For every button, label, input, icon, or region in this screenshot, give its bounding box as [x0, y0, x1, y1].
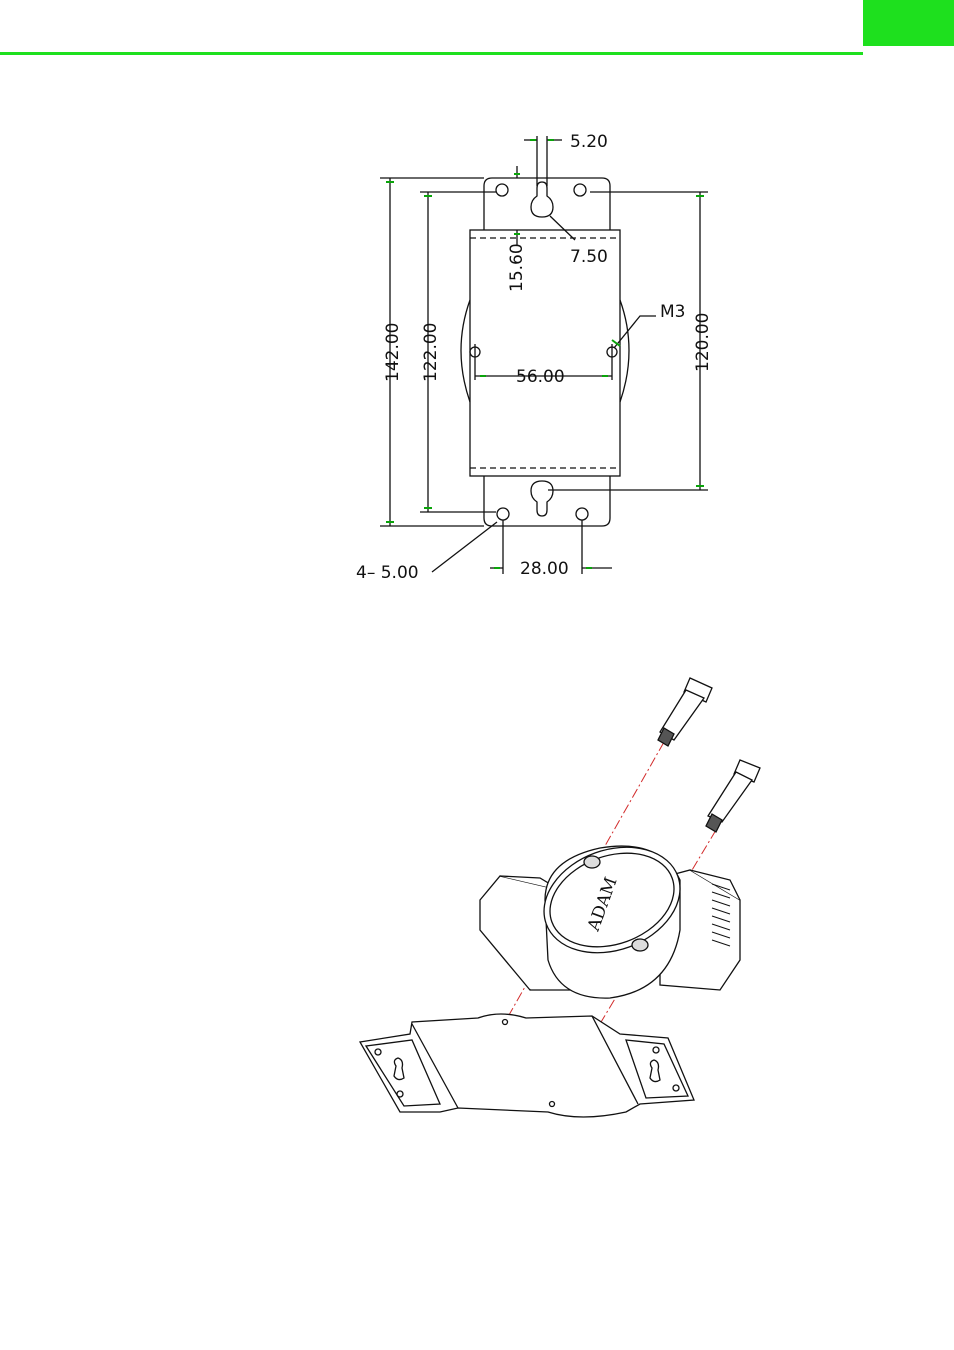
module-screw-hole-top: [583, 855, 601, 869]
header-rule: [0, 52, 863, 55]
label-hole-spec: 4– 5.00: [356, 563, 419, 583]
plate-keyhole-right: [649, 1059, 661, 1083]
hole-top-left: [495, 183, 509, 197]
plate-hole-2: [396, 1090, 404, 1098]
module-screw-hole-bottom: [631, 938, 649, 952]
plate-hole-3: [652, 1046, 660, 1054]
label-overall-height: 142.00: [383, 323, 403, 382]
plate-hole-4: [672, 1084, 680, 1092]
label-screw-spacing: 56.00: [516, 367, 565, 387]
dimension-drawing: 5.20 7.50 15.60 M3 142.00 122.00 120.00 …: [356, 132, 713, 583]
label-body-height: 120.00: [693, 313, 713, 372]
plate-hole-1: [374, 1048, 382, 1056]
standoff-screw-left: [657, 677, 713, 747]
keyhole-top: [530, 181, 554, 218]
mounting-plate: [358, 1013, 695, 1118]
label-hole-pitch-width: 28.00: [520, 559, 569, 579]
hole-top-right: [573, 183, 587, 197]
label-thread: M3: [660, 302, 685, 322]
label-keyhole-width: 5.20: [570, 132, 608, 152]
keyhole-bottom: [530, 480, 554, 517]
left-bulge: [460, 299, 471, 403]
label-keyhole-offset: 15.60: [507, 243, 527, 292]
plate-keyhole-left: [393, 1057, 405, 1081]
page-tab-marker: [863, 0, 954, 46]
standoff-screw-right: [705, 759, 761, 833]
label-keyhole-diameter: 7.50: [570, 247, 608, 267]
label-hole-pitch-height: 122.00: [421, 323, 441, 382]
adam-module: [479, 845, 741, 999]
right-bulge: [619, 299, 630, 403]
